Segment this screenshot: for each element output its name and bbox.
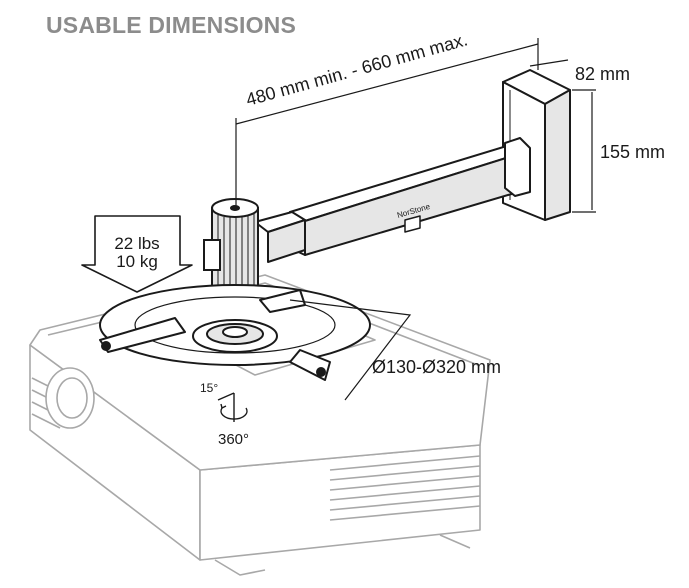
- plate-width-dimension-line: [529, 59, 569, 67]
- load-lbs-label: 22 lbs: [114, 234, 159, 253]
- load-kg-label: 10 kg: [116, 252, 158, 271]
- rotation-label: 360°: [218, 431, 249, 448]
- telescopic-arm: [254, 137, 531, 263]
- tilt-label: 15°: [200, 381, 218, 395]
- plate-height-label: 155 mm: [600, 142, 665, 162]
- dimension-lines: [235, 38, 596, 401]
- projector-outline: [29, 274, 491, 576]
- plate-width-label: 82 mm: [575, 64, 630, 84]
- diameter-guide-line: [289, 299, 412, 401]
- diagram-title: USABLE DIMENSIONS: [46, 12, 297, 38]
- arm-length-label: 480 mm min. - 660 mm max.: [244, 29, 470, 109]
- load-arrow: 22 lbs 10 kg: [81, 215, 193, 293]
- bracket-diameter-label: Ø130-Ø320 mm: [372, 357, 501, 377]
- spider-bracket: [99, 284, 371, 381]
- tilt-rotation-icon: [217, 392, 248, 422]
- arm-length-dimension-line: [235, 43, 539, 125]
